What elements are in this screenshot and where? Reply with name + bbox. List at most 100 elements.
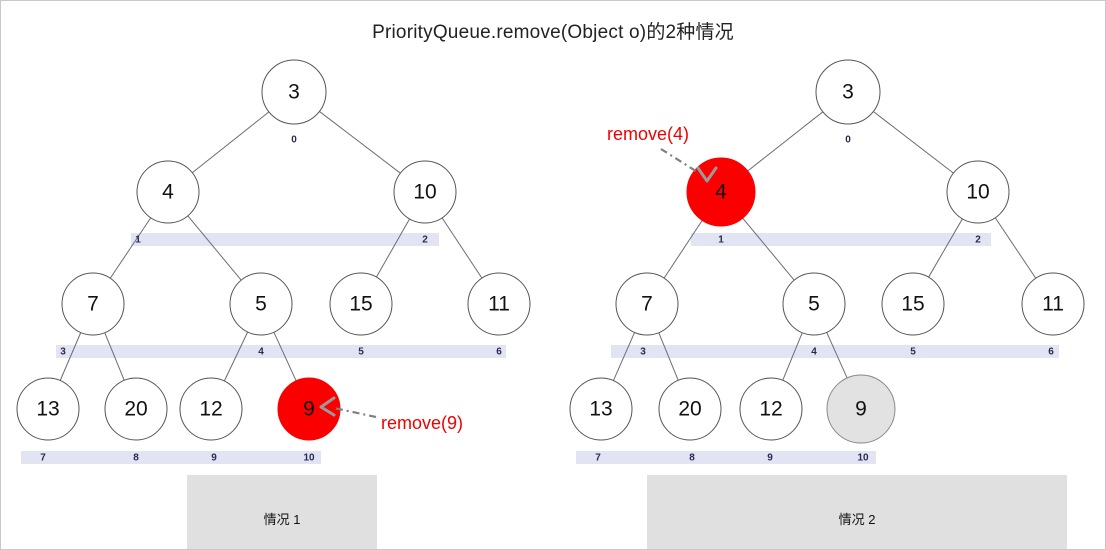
tree-node-case-2-4[interactable] — [782, 272, 846, 336]
callout-line-case-2 — [660, 148, 700, 174]
index-label-case-2-6: 6 — [1048, 347, 1054, 358]
tree-node-label-case-2-2: 10 — [966, 181, 989, 204]
index-label-case-1-1: 1 — [135, 235, 141, 246]
tree-node-case-2-3[interactable] — [615, 272, 679, 336]
index-label-case-2-8: 8 — [689, 453, 695, 464]
tree-edge-case-1-7 — [104, 332, 125, 381]
tree-node-label-case-2-9: 12 — [759, 398, 782, 421]
caption-case-1-title: 情况 1 — [263, 512, 301, 527]
tree-edge-case-1-2 — [109, 217, 152, 279]
tree-edge-case-1-0 — [191, 111, 270, 174]
tree-edge-case-1-4 — [375, 218, 411, 278]
tree-edge-case-1-8 — [223, 331, 249, 382]
index-label-case-2-10: 10 — [857, 453, 869, 464]
index-label-case-2-9: 9 — [767, 453, 773, 464]
index-label-case-2-4: 4 — [811, 347, 817, 358]
tree-node-case-1-7[interactable] — [16, 377, 80, 441]
index-label-case-1-4: 4 — [258, 347, 264, 358]
index-label-case-1-7: 7 — [40, 453, 46, 464]
tree-node-case-1-2[interactable] — [393, 160, 457, 224]
caption-case-1: 情况 1 删除的是最后一个元素 直接删除即可，不需要调整 — [187, 475, 377, 549]
tree-node-label-case-2-6: 11 — [1042, 293, 1064, 316]
index-label-case-2-3: 3 — [640, 347, 646, 358]
index-label-case-2-7: 7 — [595, 453, 601, 464]
index-band-case-1-2 — [56, 345, 506, 358]
tree-node-label-case-1-6: 11 — [488, 293, 510, 316]
tree-edge-case-2-9 — [826, 332, 848, 379]
page-title: PriorityQueue.remove(Object o)的2种情况 — [372, 22, 734, 43]
tree-node-label-case-1-0: 3 — [288, 81, 300, 104]
tree-node-case-1-8[interactable] — [104, 377, 168, 441]
tree-node-label-case-2-1: 4 — [715, 181, 727, 204]
caption-case-2-title: 情况 2 — [838, 512, 876, 527]
tree-node-label-case-1-9: 12 — [199, 398, 222, 421]
tree-node-case-1-1[interactable] — [136, 160, 200, 224]
tree-node-label-case-1-4: 5 — [255, 293, 267, 316]
tree-edge-case-1-3 — [187, 215, 242, 281]
tree-node-case-2-2[interactable] — [946, 160, 1010, 224]
tree-node-case-1-6[interactable] — [467, 272, 531, 336]
index-label-case-1-10: 10 — [303, 453, 315, 464]
index-label-case-1-2: 2 — [422, 235, 428, 246]
tree-node-label-case-1-2: 10 — [413, 181, 436, 204]
tree-edge-case-1-9 — [273, 331, 297, 382]
tree-node-label-case-1-7: 13 — [36, 398, 59, 421]
index-band-case-2-0 — [691, 233, 991, 246]
tree-edge-case-2-1 — [873, 111, 954, 174]
index-label-case-2-1: 1 — [718, 235, 724, 246]
tree-node-case-2-6[interactable] — [1021, 272, 1085, 336]
tree-node-case-2-8[interactable] — [658, 377, 722, 441]
tree-node-case-2-7[interactable] — [569, 377, 633, 441]
tree-node-label-case-2-10: 9 — [855, 398, 867, 421]
tree-node-label-case-2-3: 7 — [641, 293, 653, 316]
index-band-case-1-1 — [131, 233, 439, 246]
callout-label-case-2: remove(4) — [607, 124, 689, 144]
tree-node-case-2-0[interactable] — [815, 59, 881, 125]
index-label-case-1-5: 5 — [358, 347, 364, 358]
tree-edge-case-2-5 — [994, 217, 1037, 279]
tree-edge-case-1-1 — [319, 111, 401, 174]
index-label-case-2-5: 5 — [910, 347, 916, 358]
tree-node-label-case-2-7: 13 — [589, 398, 612, 421]
tree-node-case-1-9[interactable] — [179, 377, 243, 441]
tree-node-label-case-2-5: 15 — [901, 293, 924, 316]
tree-node-label-case-1-10: 9 — [303, 398, 315, 421]
tree-edge-case-2-6 — [612, 332, 636, 381]
tree-node-case-1-3[interactable] — [61, 272, 125, 336]
tree-node-label-case-1-8: 20 — [124, 398, 147, 421]
callout-arrow-icon-case-1 — [319, 396, 336, 417]
callout-label-case-1: remove(9) — [381, 413, 463, 433]
index-label-case-1-0: 0 — [291, 135, 297, 146]
tree-node-label-case-2-8: 20 — [678, 398, 701, 421]
tree-node-case-2-5[interactable] — [881, 272, 945, 336]
tree-edge-case-2-4 — [928, 218, 963, 278]
tree-node-label-case-1-1: 4 — [162, 181, 174, 204]
index-label-case-1-9: 9 — [211, 453, 217, 464]
index-label-case-1-3: 3 — [60, 347, 66, 358]
tree-edge-case-2-2 — [663, 220, 703, 279]
tree-node-case-1-0[interactable] — [261, 59, 327, 125]
tree-node-case-2-9[interactable] — [739, 377, 803, 441]
tree-edge-case-2-3 — [742, 217, 795, 281]
callout-arrow-icon-case-2 — [696, 166, 718, 183]
tree-edge-case-1-5 — [441, 217, 483, 279]
tree-edge-case-2-7 — [658, 332, 679, 381]
tree-node-case-2-10[interactable] — [826, 374, 896, 444]
index-label-case-1-8: 8 — [133, 453, 139, 464]
tree-node-case-1-4[interactable] — [229, 272, 293, 336]
index-label-case-2-0: 0 — [845, 135, 851, 146]
tree-node-label-case-2-4: 5 — [808, 293, 820, 316]
index-label-case-1-6: 6 — [496, 347, 502, 358]
tree-node-label-case-1-5: 15 — [349, 293, 372, 316]
tree-edge-case-2-8 — [782, 332, 803, 381]
tree-node-label-case-2-0: 3 — [842, 81, 854, 104]
tree-edge-case-2-0 — [747, 111, 824, 172]
tree-node-case-1-5[interactable] — [329, 272, 393, 336]
tree-node-label-case-1-3: 7 — [87, 293, 99, 316]
index-band-case-1-3 — [21, 451, 321, 464]
caption-case-2: 情况 2 删除的不是最后一个元素 从删除点开始以最后一个元素为参照调用一次sif… — [647, 475, 1067, 549]
